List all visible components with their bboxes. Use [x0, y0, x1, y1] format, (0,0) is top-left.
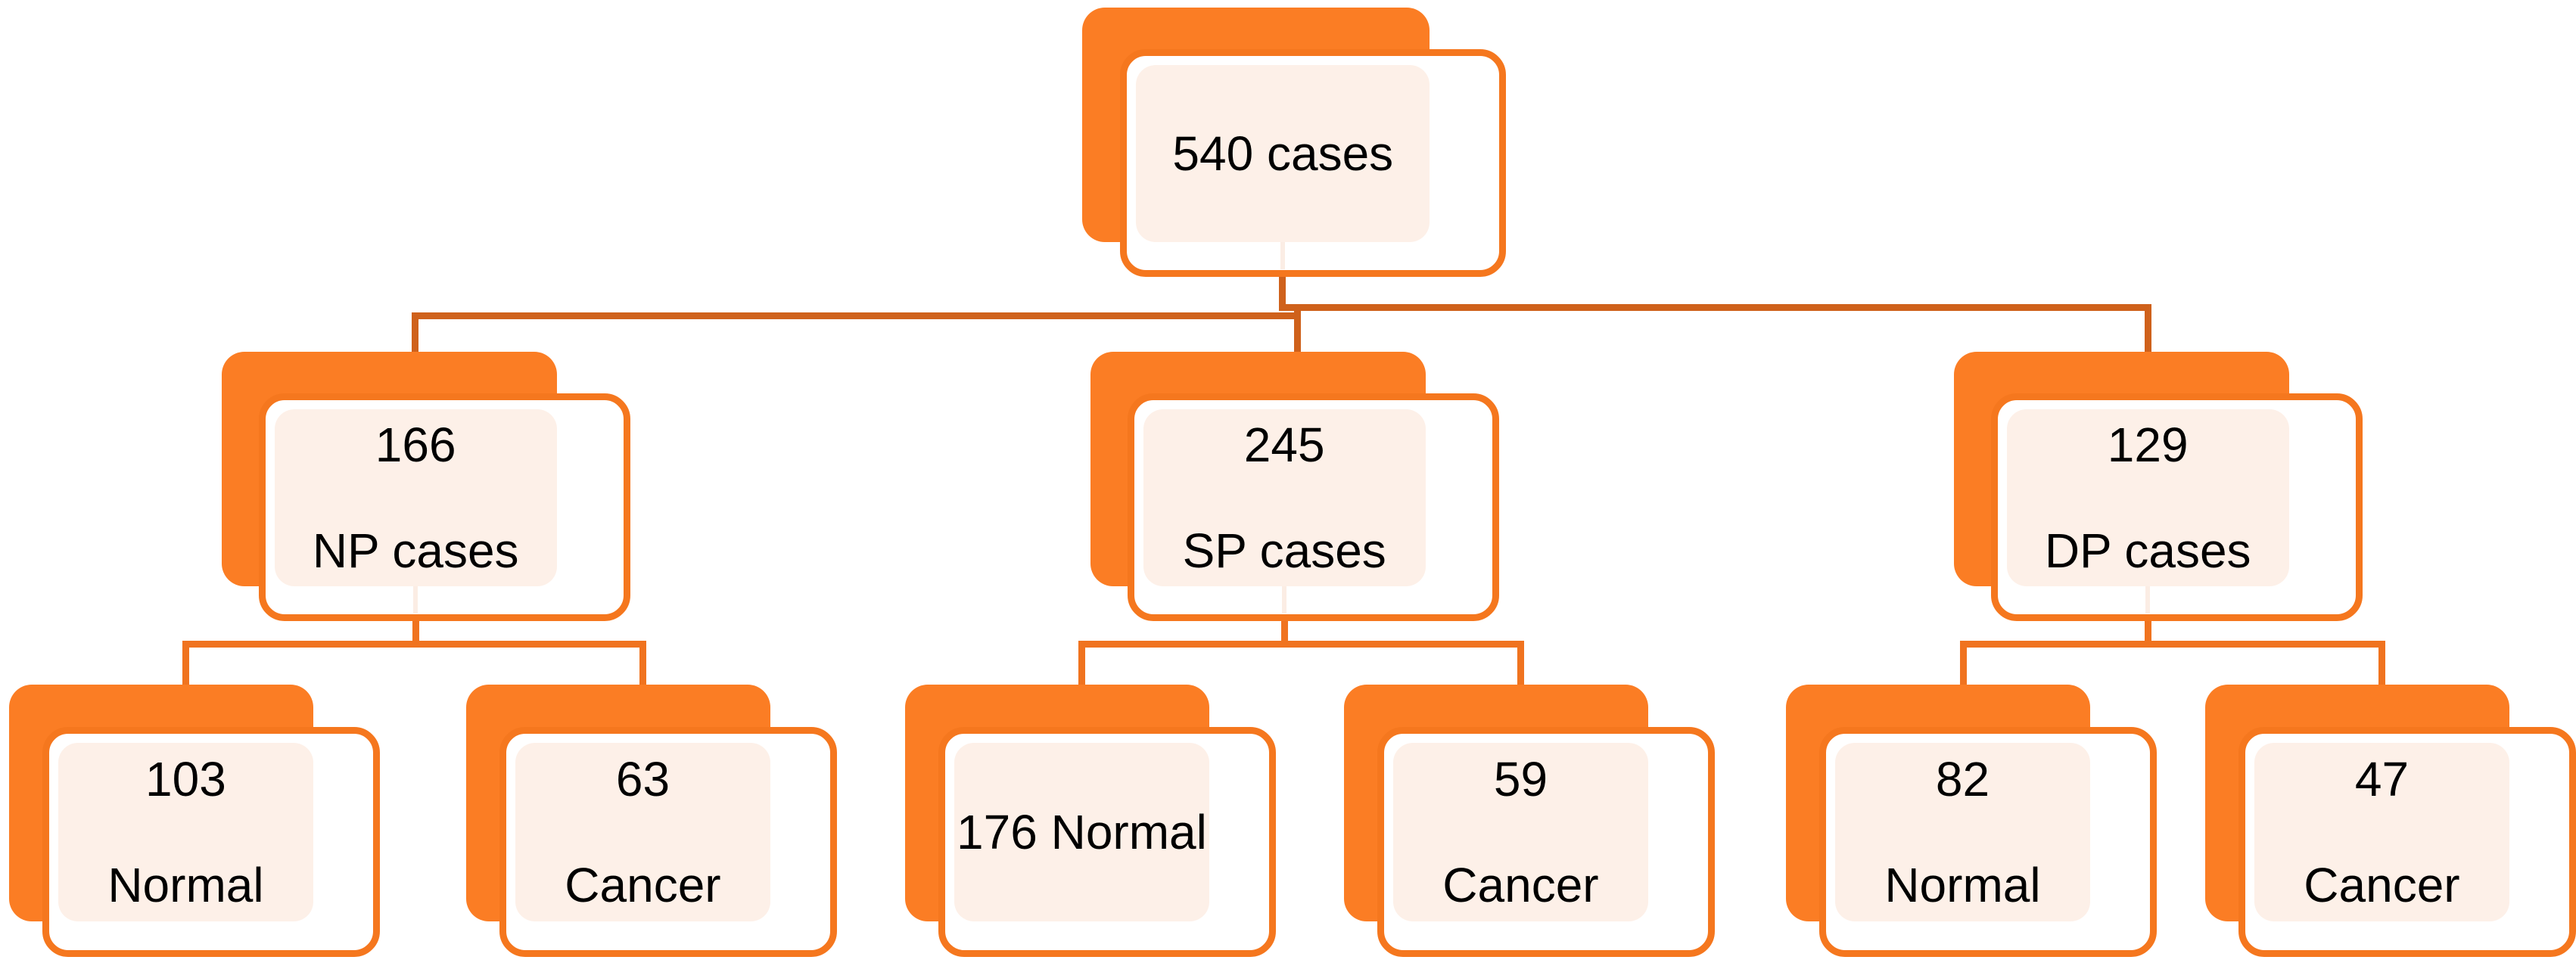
connector-np-bar — [182, 641, 646, 648]
connector-sp-stem — [1281, 621, 1288, 644]
node-label-area: 63 Cancer — [515, 742, 770, 922]
node-dp-cases: 129 DP cases — [1954, 352, 2363, 621]
node-np-cancer: 63 Cancer — [466, 685, 837, 957]
node-label: 176 Normal — [957, 804, 1207, 859]
node-name-label: NP cases — [312, 523, 519, 578]
node-name-label: Normal — [107, 858, 264, 912]
node-stem-stub — [2145, 586, 2151, 614]
node-label-area: 245 SP cases — [1143, 409, 1426, 586]
node-name-label: SP cases — [1182, 523, 1386, 578]
node-total-cases: 540 cases — [1082, 8, 1506, 277]
node-count-label: 245 — [1243, 417, 1325, 472]
node-dp-cancer: 47 Cancer — [2205, 685, 2576, 957]
node-count-label: 59 — [1493, 752, 1548, 806]
connector-sp-drop-normal — [1078, 641, 1085, 685]
node-name-label: DP cases — [2044, 523, 2251, 578]
node-label-area: 82 Normal — [1835, 742, 2090, 922]
node-label: 540 cases — [1172, 126, 1394, 181]
node-label-area: 103 Normal — [58, 742, 313, 922]
node-label-area: 176 Normal — [954, 742, 1209, 922]
node-name-label: Normal — [1884, 858, 2041, 912]
node-label-area: 166 NP cases — [274, 409, 557, 586]
connector-np-drop-normal — [182, 641, 189, 685]
node-count-label: 82 — [1935, 752, 1990, 806]
connector-dp-stem — [2145, 621, 2151, 644]
node-count-label: 166 — [375, 417, 456, 472]
connector-l1-bar-right — [1279, 304, 2151, 311]
node-stem-stub — [1282, 586, 1287, 614]
node-np-normal: 103 Normal — [9, 685, 380, 957]
node-name-label: Cancer — [565, 858, 721, 912]
node-sp-cases: 245 SP cases — [1090, 352, 1499, 621]
node-label-area: 47 Cancer — [2254, 742, 2509, 922]
node-stem-stub — [1280, 241, 1286, 269]
connector-root-stem — [1279, 277, 1286, 311]
connector-l1-drop-sp — [1294, 304, 1301, 353]
connector-l1-drop-dp — [2145, 304, 2151, 353]
node-count-label: 103 — [145, 752, 226, 806]
node-count-label: 47 — [2354, 752, 2410, 806]
node-label-area: 129 DP cases — [2006, 409, 2289, 586]
node-sp-cancer: 59 Cancer — [1344, 685, 1715, 957]
connector-sp-bar — [1078, 641, 1524, 648]
connector-l1-drop-np — [412, 312, 418, 353]
node-dp-normal: 82 Normal — [1786, 685, 2157, 957]
node-count-label: 63 — [615, 752, 670, 806]
node-count-label: 129 — [2107, 417, 2189, 472]
node-label-area: 540 cases — [1136, 65, 1430, 242]
connector-sp-drop-cancer — [1517, 641, 1524, 685]
connector-l1-bar-left — [412, 312, 1299, 319]
node-sp-normal: 176 Normal — [905, 685, 1276, 957]
connector-np-drop-cancer — [639, 641, 646, 685]
connector-np-stem — [412, 621, 419, 644]
node-name-label: Cancer — [1442, 858, 1599, 912]
node-stem-stub — [413, 586, 418, 614]
node-np-cases: 166 NP cases — [222, 352, 630, 621]
node-name-label: Cancer — [2304, 858, 2460, 912]
connector-dp-drop-normal — [1960, 641, 1967, 685]
connector-dp-bar — [1960, 641, 2385, 648]
node-label-area: 59 Cancer — [1393, 742, 1648, 922]
connector-dp-drop-cancer — [2378, 641, 2385, 685]
